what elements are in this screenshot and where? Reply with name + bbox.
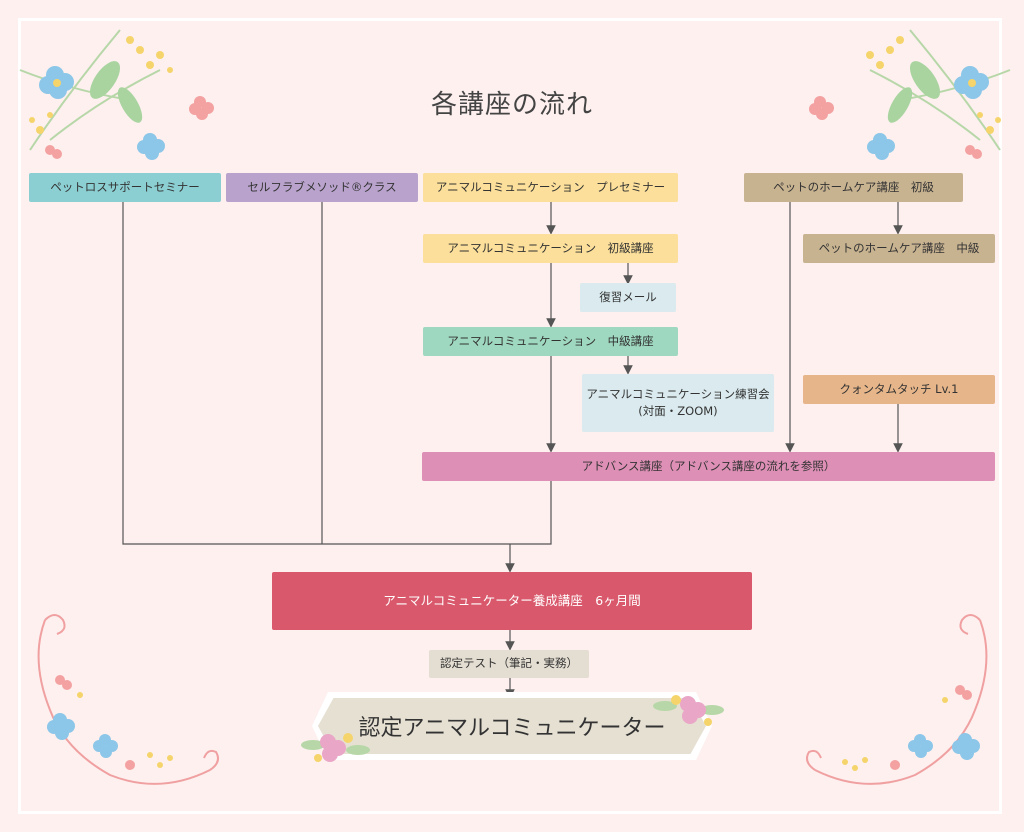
practice-session-title: アニマルコミュニケーション練習会 (586, 386, 770, 401)
flower-bouquet-top-right-icon (809, 29, 1011, 160)
page-title: 各講座の流れ (430, 90, 593, 120)
node-ac-mid: アニマルコミュニケーション 中級講座 (423, 327, 678, 356)
flower-bouquet-top-left-icon (19, 29, 214, 160)
flower-cluster-icon (301, 733, 370, 762)
node-pet-loss-seminar: ペットロスサポートセミナー (29, 173, 221, 202)
node-advance-course: アドバンス講座（アドバンス講座の流れを参照） (422, 452, 995, 481)
node-ac-pre-seminar: アニマルコミュニケーション プレセミナー (423, 173, 678, 202)
node-home-care-basic: ペットのホームケア講座 初級 (744, 173, 963, 202)
practice-session-format: (対面・ZOOM) (638, 404, 718, 418)
floral-swirl-bottom-left-icon (37, 614, 219, 785)
node-home-care-mid: ペットのホームケア講座 中級 (803, 234, 995, 263)
node-ac-basic: アニマルコミュニケーション 初級講座 (423, 234, 678, 263)
flower-cluster-icon (653, 695, 724, 726)
floral-swirl-bottom-right-icon (806, 614, 988, 785)
node-certification-test: 認定テスト（筆記・実務） (429, 650, 589, 678)
node-communicator-training: アニマルコミュニケーター養成講座 6ヶ月間 (272, 572, 752, 630)
node-quantum-touch: クォンタムタッチ Lv.1 (803, 375, 995, 404)
node-review-mail: 復習メール (580, 283, 676, 312)
node-self-love-method: セルフラブメソッド®クラス (226, 173, 418, 202)
certified-communicator-banner: 認定アニマルコミュニケーター (318, 698, 706, 754)
decorative-frame (18, 18, 1002, 814)
node-practice-session: アニマルコミュニケーション練習会 (対面・ZOOM) (582, 374, 774, 432)
